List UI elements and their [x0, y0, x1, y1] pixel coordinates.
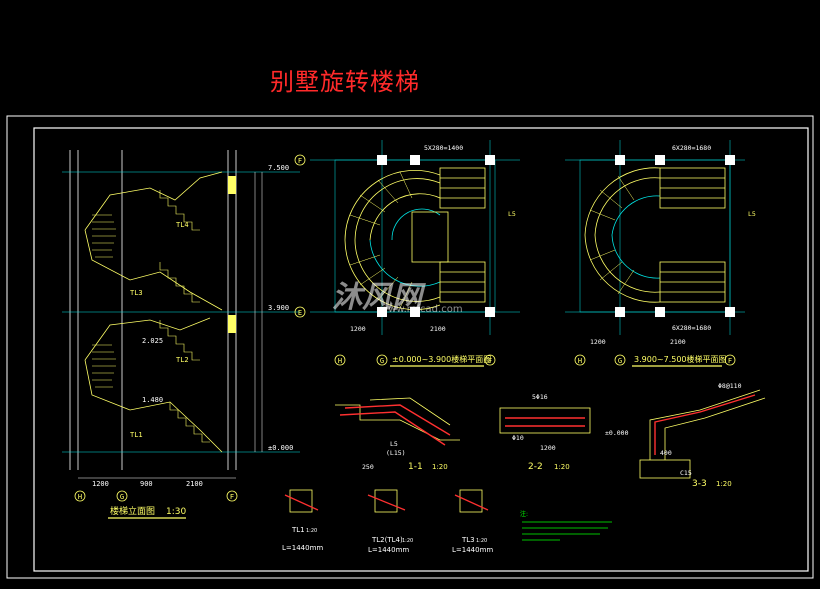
plan1-axis-f: F — [488, 357, 492, 365]
sec1-l15: (L15) — [386, 449, 406, 457]
plan-2-columns — [615, 155, 735, 317]
plan1-caption: ±0.000~3.900楼梯平面图 — [392, 354, 491, 364]
beam-tl2: TL2 — [176, 356, 189, 364]
sec3-rebar: Φ8@110 — [718, 382, 742, 390]
notes-heading: 注: — [520, 510, 528, 518]
level-1480: 1.480 — [142, 396, 163, 404]
elev-axis-f: F — [230, 493, 234, 501]
plan1-axis-g: G — [380, 357, 384, 365]
inner-frame — [33, 127, 809, 572]
plan2-dim-2: 2100 — [670, 338, 686, 346]
tl3-name: TL3 — [461, 536, 475, 544]
plan1-axis-e: E — [298, 309, 302, 317]
plan2-bottom-dim: 6X280=1680 — [672, 324, 711, 332]
elevation-caption: 楼梯立面图 — [110, 505, 155, 517]
tl2-name: TL2(TL4) — [371, 536, 403, 544]
tl3-scale: 1:20 — [476, 538, 487, 544]
plan2-axis-f: F — [728, 357, 732, 365]
sec3-scale: 1:20 — [716, 480, 732, 488]
plan2-top-dim: 6X280=1680 — [672, 144, 711, 152]
plan1-dim-2: 2100 — [430, 325, 446, 333]
plan-1-columns — [377, 155, 495, 317]
tl1-scale: 1:20 — [306, 528, 317, 534]
section-3-3 — [639, 389, 766, 479]
sec1-250: 250 — [362, 463, 374, 471]
level-0000: ±0.000 — [268, 444, 293, 452]
plan1-mark-l5: L5 — [508, 210, 516, 218]
notes-lines — [522, 521, 612, 541]
tl-details — [284, 489, 489, 513]
watermark: 沐风网 — [332, 280, 422, 315]
tl2-length: L=1440mm — [368, 546, 409, 554]
elev-dim-3: 2100 — [186, 480, 203, 488]
elevation-scale: 1:30 — [166, 507, 186, 517]
plan1-dim-1: 1200 — [350, 325, 366, 333]
plan1-axis-h: H — [338, 357, 342, 365]
level-7500: 7.500 — [268, 164, 289, 172]
elev-axis-h: H — [78, 493, 82, 501]
elev-axis-g: G — [120, 493, 124, 501]
watermark-url: www.mfcad.com — [380, 304, 463, 315]
level-3900: 3.900 — [268, 304, 289, 312]
plan2-axis-g: G — [618, 357, 622, 365]
tl3-length: L=1440mm — [452, 546, 493, 554]
sec1-caption: 1-1 — [408, 462, 423, 472]
sec3-c15: C15 — [680, 469, 692, 477]
outer-frame — [6, 115, 814, 579]
elevation-view — [62, 150, 300, 479]
beam-tl4: TL4 — [176, 221, 189, 229]
tl1-name: TL1 — [291, 526, 305, 534]
sec2-stirrup: Φ10 — [512, 434, 524, 442]
plan-2 — [565, 140, 745, 335]
level-2025: 2.025 — [142, 337, 163, 345]
beam-tl3: TL3 — [130, 289, 143, 297]
section-1-1 — [335, 397, 460, 446]
sec3-caption: 3-3 — [692, 479, 707, 489]
sec3-400: 400 — [660, 449, 672, 457]
elev-dim-1: 1200 — [92, 480, 109, 488]
sec1-l5: L5 — [390, 440, 398, 448]
sec1-scale: 1:20 — [432, 463, 448, 471]
plan2-caption: 3.900~7.500楼梯平面图 — [634, 354, 727, 364]
sec3-level: ±0.000 — [605, 429, 629, 437]
sec2-rebar: 5Φ16 — [532, 393, 548, 401]
elev-dim-2: 900 — [140, 480, 153, 488]
sec2-caption: 2-2 — [528, 462, 543, 472]
elevation-axis-bubbles — [74, 490, 238, 502]
sec2-scale: 1:20 — [554, 463, 570, 471]
beam-tl1: TL1 — [130, 431, 143, 439]
section-2-2 — [499, 407, 591, 434]
plan1-top-dim: 5X280=1400 — [424, 144, 463, 152]
plan2-axis-h: H — [578, 357, 582, 365]
plan2-mark-l5: L5 — [748, 210, 756, 218]
plan1-axis-f-top: F — [298, 157, 302, 165]
page-title: 别墅旋转楼梯 — [270, 68, 420, 96]
plan2-dim-1: 1200 — [590, 338, 606, 346]
tl2-scale: 1:20 — [402, 538, 413, 544]
tl1-length: L=1440mm — [282, 544, 323, 552]
sec2-1200: 1200 — [540, 444, 556, 452]
